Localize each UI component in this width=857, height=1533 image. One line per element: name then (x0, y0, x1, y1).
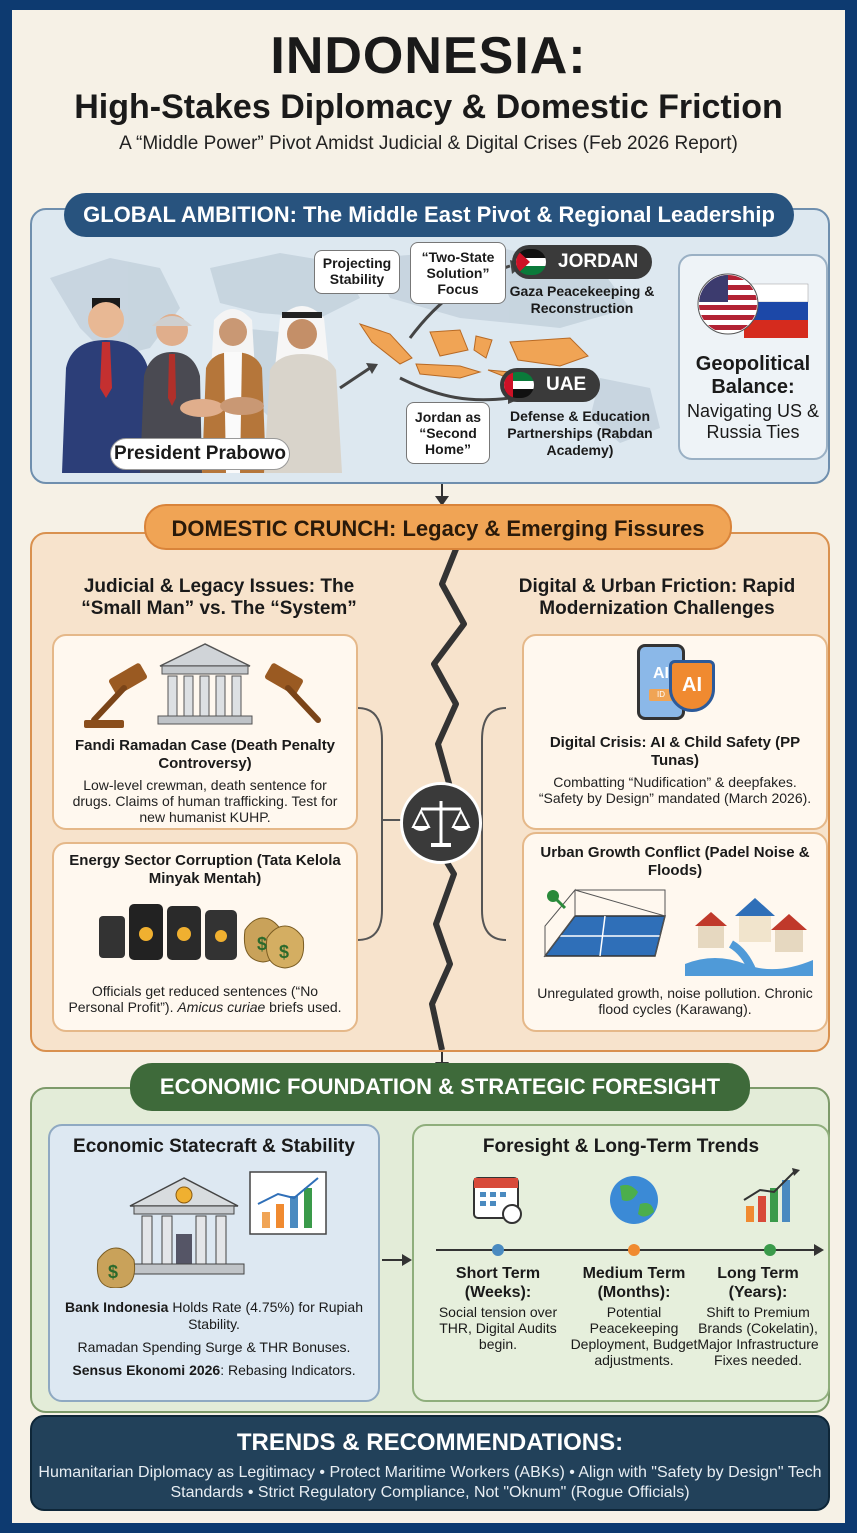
global-ambition-banner: GLOBAL AMBITION: The Middle East Pivot &… (64, 193, 794, 237)
money-bag-icon: $ (96, 1247, 136, 1289)
short-term-title: Short Term (Weeks): (455, 1265, 541, 1301)
geopolitical-text: Navigating US & Russia Ties (686, 401, 820, 442)
fandi-ramadan-card: Fandi Ramadan Case (Death Penalty Contro… (52, 634, 358, 830)
russia-flag-icon (743, 283, 809, 338)
phone-ai-text: AI (653, 665, 669, 682)
digital-crisis-card: AI ID AI Digital Crisis: AI & Child Safe… (522, 634, 828, 830)
jordan-label: JORDAN (558, 251, 639, 272)
bank-indonesia-bold: Bank Indonesia (64, 1299, 169, 1315)
page-tagline: A “Middle Power” Pivot Amidst Judicial &… (119, 133, 738, 154)
bank-growth-icon: $ (96, 1171, 327, 1289)
foresight-card: Foresight & Long-Term Trends (412, 1124, 830, 1402)
geopolitical-title: Geopolitical Balance: (695, 353, 811, 398)
growth-chart-icon (249, 1171, 327, 1235)
us-flag-icon (697, 273, 759, 335)
flooded-houses-icon (685, 898, 813, 976)
urban-growth-card: Urban Growth Conflict (Padel Noise & Flo… (522, 832, 828, 1032)
medium-term-title: Medium Term (Months): (582, 1265, 686, 1301)
courthouse-icon (157, 643, 253, 725)
long-term-text: Shift to Premium Brands (Cokelatin), Maj… (697, 1304, 819, 1368)
uae-label: UAE (546, 374, 587, 395)
timeline-line (436, 1168, 824, 1256)
economic-statecraft-card: Economic Statecraft & Stability $ (48, 1124, 380, 1402)
president-label: President Prabowo (110, 438, 290, 470)
economic-foundation-banner: ECONOMIC FOUNDATION & STRATEGIC FORESIGH… (130, 1063, 750, 1111)
header: INDONESIA: High-Stakes Diplomacy & Domes… (12, 10, 845, 155)
svg-text:$: $ (108, 1262, 118, 1282)
ai-phone-icon: AI ID AI (625, 642, 725, 726)
sensus-bold: Sensus Ekonomi 2026 (72, 1362, 221, 1378)
bubble-second-home: Jordan as “Second Home” (406, 402, 490, 464)
judicial-heading: Judicial & Legacy Issues: The “Small Man… (81, 576, 357, 619)
energy-corruption-card: Energy Sector Corruption (Tata Kelola Mi… (52, 842, 358, 1032)
digital-title: Digital Crisis: AI & Child Safety (PP Tu… (549, 734, 801, 769)
digital-heading: Digital & Urban Friction: Rapid Moderniz… (518, 576, 796, 619)
oil-barrel-icon (99, 904, 237, 960)
bank-building-icon (123, 1177, 245, 1275)
urban-text: Unregulated growth, noise pollution. Chr… (537, 985, 813, 1017)
short-term-text: Social tension over THR, Digital Audits … (438, 1304, 558, 1352)
bank-indonesia-rest: Holds Rate (4.75%) for Rupiah Stability. (168, 1299, 363, 1332)
economic-heading: Economic Statecraft & Stability (73, 1136, 355, 1157)
svg-text:$: $ (279, 942, 289, 962)
uae-flag-icon (504, 372, 534, 398)
trends-heading: TRENDS & RECOMMENDATIONS: (236, 1429, 624, 1456)
trends-recommendations-box: TRENDS & RECOMMENDATIONS: Humanitarian D… (30, 1415, 830, 1511)
gavel-courthouse-icon (84, 643, 321, 728)
energy-title: Energy Sector Corruption (Tata Kelola Mi… (69, 852, 341, 887)
bank-indonesia-text: Bank Indonesia Holds Rate (4.75%) for Ru… (50, 1299, 378, 1333)
padel-court-icon (543, 888, 666, 958)
urban-title: Urban Growth Conflict (Padel Noise & Flo… (540, 844, 810, 879)
timeline-medium-term: Medium Term (Months): Potential Peacekee… (569, 1264, 699, 1368)
page-subtitle: High-Stakes Diplomacy & Domestic Frictio… (74, 88, 783, 126)
infographic-page: INDONESIA: High-Stakes Diplomacy & Domes… (12, 10, 845, 1523)
uae-description: Defense & Education Partnerships (Rabdan… (507, 408, 653, 458)
us-russia-flags-icon (697, 273, 809, 338)
smartphone-icon: AI ID (637, 644, 685, 720)
long-term-title: Long Term (Years): (717, 1265, 799, 1301)
money-bag-icon: $ $ (243, 917, 305, 969)
oil-barrels-money-icon: $ $ (99, 904, 305, 969)
energy-text-c: briefs used. (265, 999, 342, 1015)
globe-icon (610, 1176, 658, 1224)
jordan-flag-icon (516, 249, 546, 275)
economic-arrow (382, 1254, 412, 1266)
trends-text: Humanitarian Diplomacy as Legitimacy • P… (38, 1464, 822, 1501)
sensus-rest: : Rebasing Indicators. (220, 1362, 356, 1378)
digital-text: Combatting “Nudification” & deepfakes. “… (538, 774, 812, 806)
ramadan-text: Ramadan Spending Surge & THR Bonuses. (77, 1339, 351, 1355)
svg-text:$: $ (257, 934, 267, 954)
fandi-text: Low-level crewman, death sentence for dr… (72, 777, 338, 825)
geopolitical-balance-card: Geopolitical Balance: Navigating US & Ru… (678, 254, 828, 460)
sensus-text: Sensus Ekonomi 2026: Rebasing Indicators… (50, 1362, 378, 1379)
energy-text-a: Officials get reduced sentences (“No Per… (68, 983, 319, 1015)
connector-arrow (435, 484, 449, 506)
ai-shield-icon: AI (669, 660, 715, 712)
jordan-description: Gaza Peacekeeping & Reconstruction (509, 283, 655, 316)
page-title: INDONESIA: (270, 27, 587, 85)
timeline-short-term: Short Term (Weeks): Social tension over … (433, 1264, 563, 1352)
phone-id-text: ID (649, 689, 673, 701)
energy-text: Officials get reduced sentences (“No Per… (54, 983, 356, 1015)
gavel-icon (84, 663, 147, 728)
bubble-two-state-solution: “Two-State Solution” Focus (410, 242, 506, 304)
calendar-icon (473, 1177, 522, 1224)
domestic-crunch-banner: DOMESTIC CRUNCH: Legacy & Emerging Fissu… (144, 504, 732, 550)
uae-pill: UAE (500, 368, 601, 402)
foresight-heading: Foresight & Long-Term Trends (482, 1136, 760, 1157)
bubble-projecting-stability: Projecting Stability (314, 250, 400, 294)
padel-flood-icon (543, 888, 813, 976)
fandi-title: Fandi Ramadan Case (Death Penalty Contro… (74, 737, 336, 772)
medium-term-text: Potential Peacekeeping Deployment, Budge… (570, 1304, 698, 1368)
scale-of-justice-icon (400, 782, 482, 864)
energy-text-italic: Amicus curiae (177, 999, 266, 1015)
bar-chart-icon (743, 1168, 800, 1222)
jordan-pill: JORDAN (512, 245, 653, 279)
timeline-long-term: Long Term (Years): Shift to Premium Bran… (688, 1264, 828, 1368)
